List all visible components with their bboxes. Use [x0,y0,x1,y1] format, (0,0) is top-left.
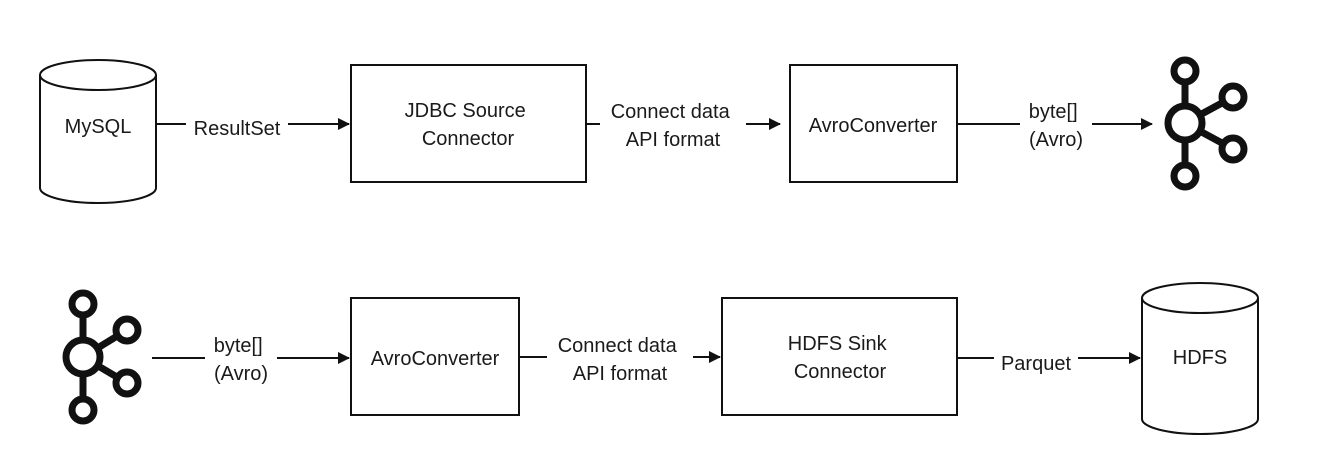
edge-byte-avro-row1: byte[] (Avro) [957,98,1153,151]
mysql-label: MySQL [65,116,132,138]
avro-converter-label-row1: AvroConverter [809,115,938,137]
jdbc-label-line2: Connector [422,128,515,150]
svg-text:Connect data API format: Connect data API format [558,335,683,385]
hdfs-label: HDFS [1173,347,1227,369]
avro-converter-box-row2: AvroConverter [350,297,520,416]
jdbc-label-line1: JDBC Source [405,100,526,122]
kafka-icon [62,289,142,425]
avro-converter-box-row1: AvroConverter [789,64,958,183]
hdfs-sink-label-line2: Connector [794,361,887,383]
hdfs-database: HDFS [1141,282,1259,435]
edge-connect-data-row1: Connect data API format [586,98,781,151]
mysql-database: MySQL [39,59,157,204]
edge-label-connect-line2: API format [626,129,721,151]
edge-label-connect-line1: Connect data [611,101,731,123]
edge-byte-avro-row2: byte[] (Avro) [152,332,350,385]
edge-label-parquet: Parquet [1001,353,1071,375]
svg-text:byte[] (Avro): byte[] (Avro) [1029,101,1083,151]
jdbc-source-connector-box: JDBC Source Connector [350,64,587,183]
edge-resultset: ResultSet [156,117,350,140]
edge-label-byte-line2: (Avro) [214,363,268,385]
svg-text:HDFS Sink Connector: HDFS Sink Connector [788,333,892,383]
edge-label-resultset: ResultSet [194,118,281,140]
kafka-icon [1164,56,1248,191]
edge-label-byte-line1: byte[] [214,335,263,357]
edge-label-byte-line2: (Avro) [1029,129,1083,151]
svg-text:byte[] (Avro): byte[] (Avro) [214,335,268,385]
svg-text:Connect data API format: Connect data API format [611,101,736,151]
hdfs-sink-connector-box: HDFS Sink Connector [721,297,958,416]
edge-label-connect-line2: API format [573,363,668,385]
svg-text:JDBC Source Connector: JDBC Source Connector [405,100,532,150]
avro-converter-label-row2: AvroConverter [371,348,500,370]
edge-label-byte-line1: byte[] [1029,101,1078,123]
edge-parquet: Parquet [957,352,1141,375]
hdfs-sink-label-line1: HDFS Sink [788,333,888,355]
edge-connect-data-row2: Connect data API format [519,332,721,385]
edge-label-connect-line1: Connect data [558,335,678,357]
